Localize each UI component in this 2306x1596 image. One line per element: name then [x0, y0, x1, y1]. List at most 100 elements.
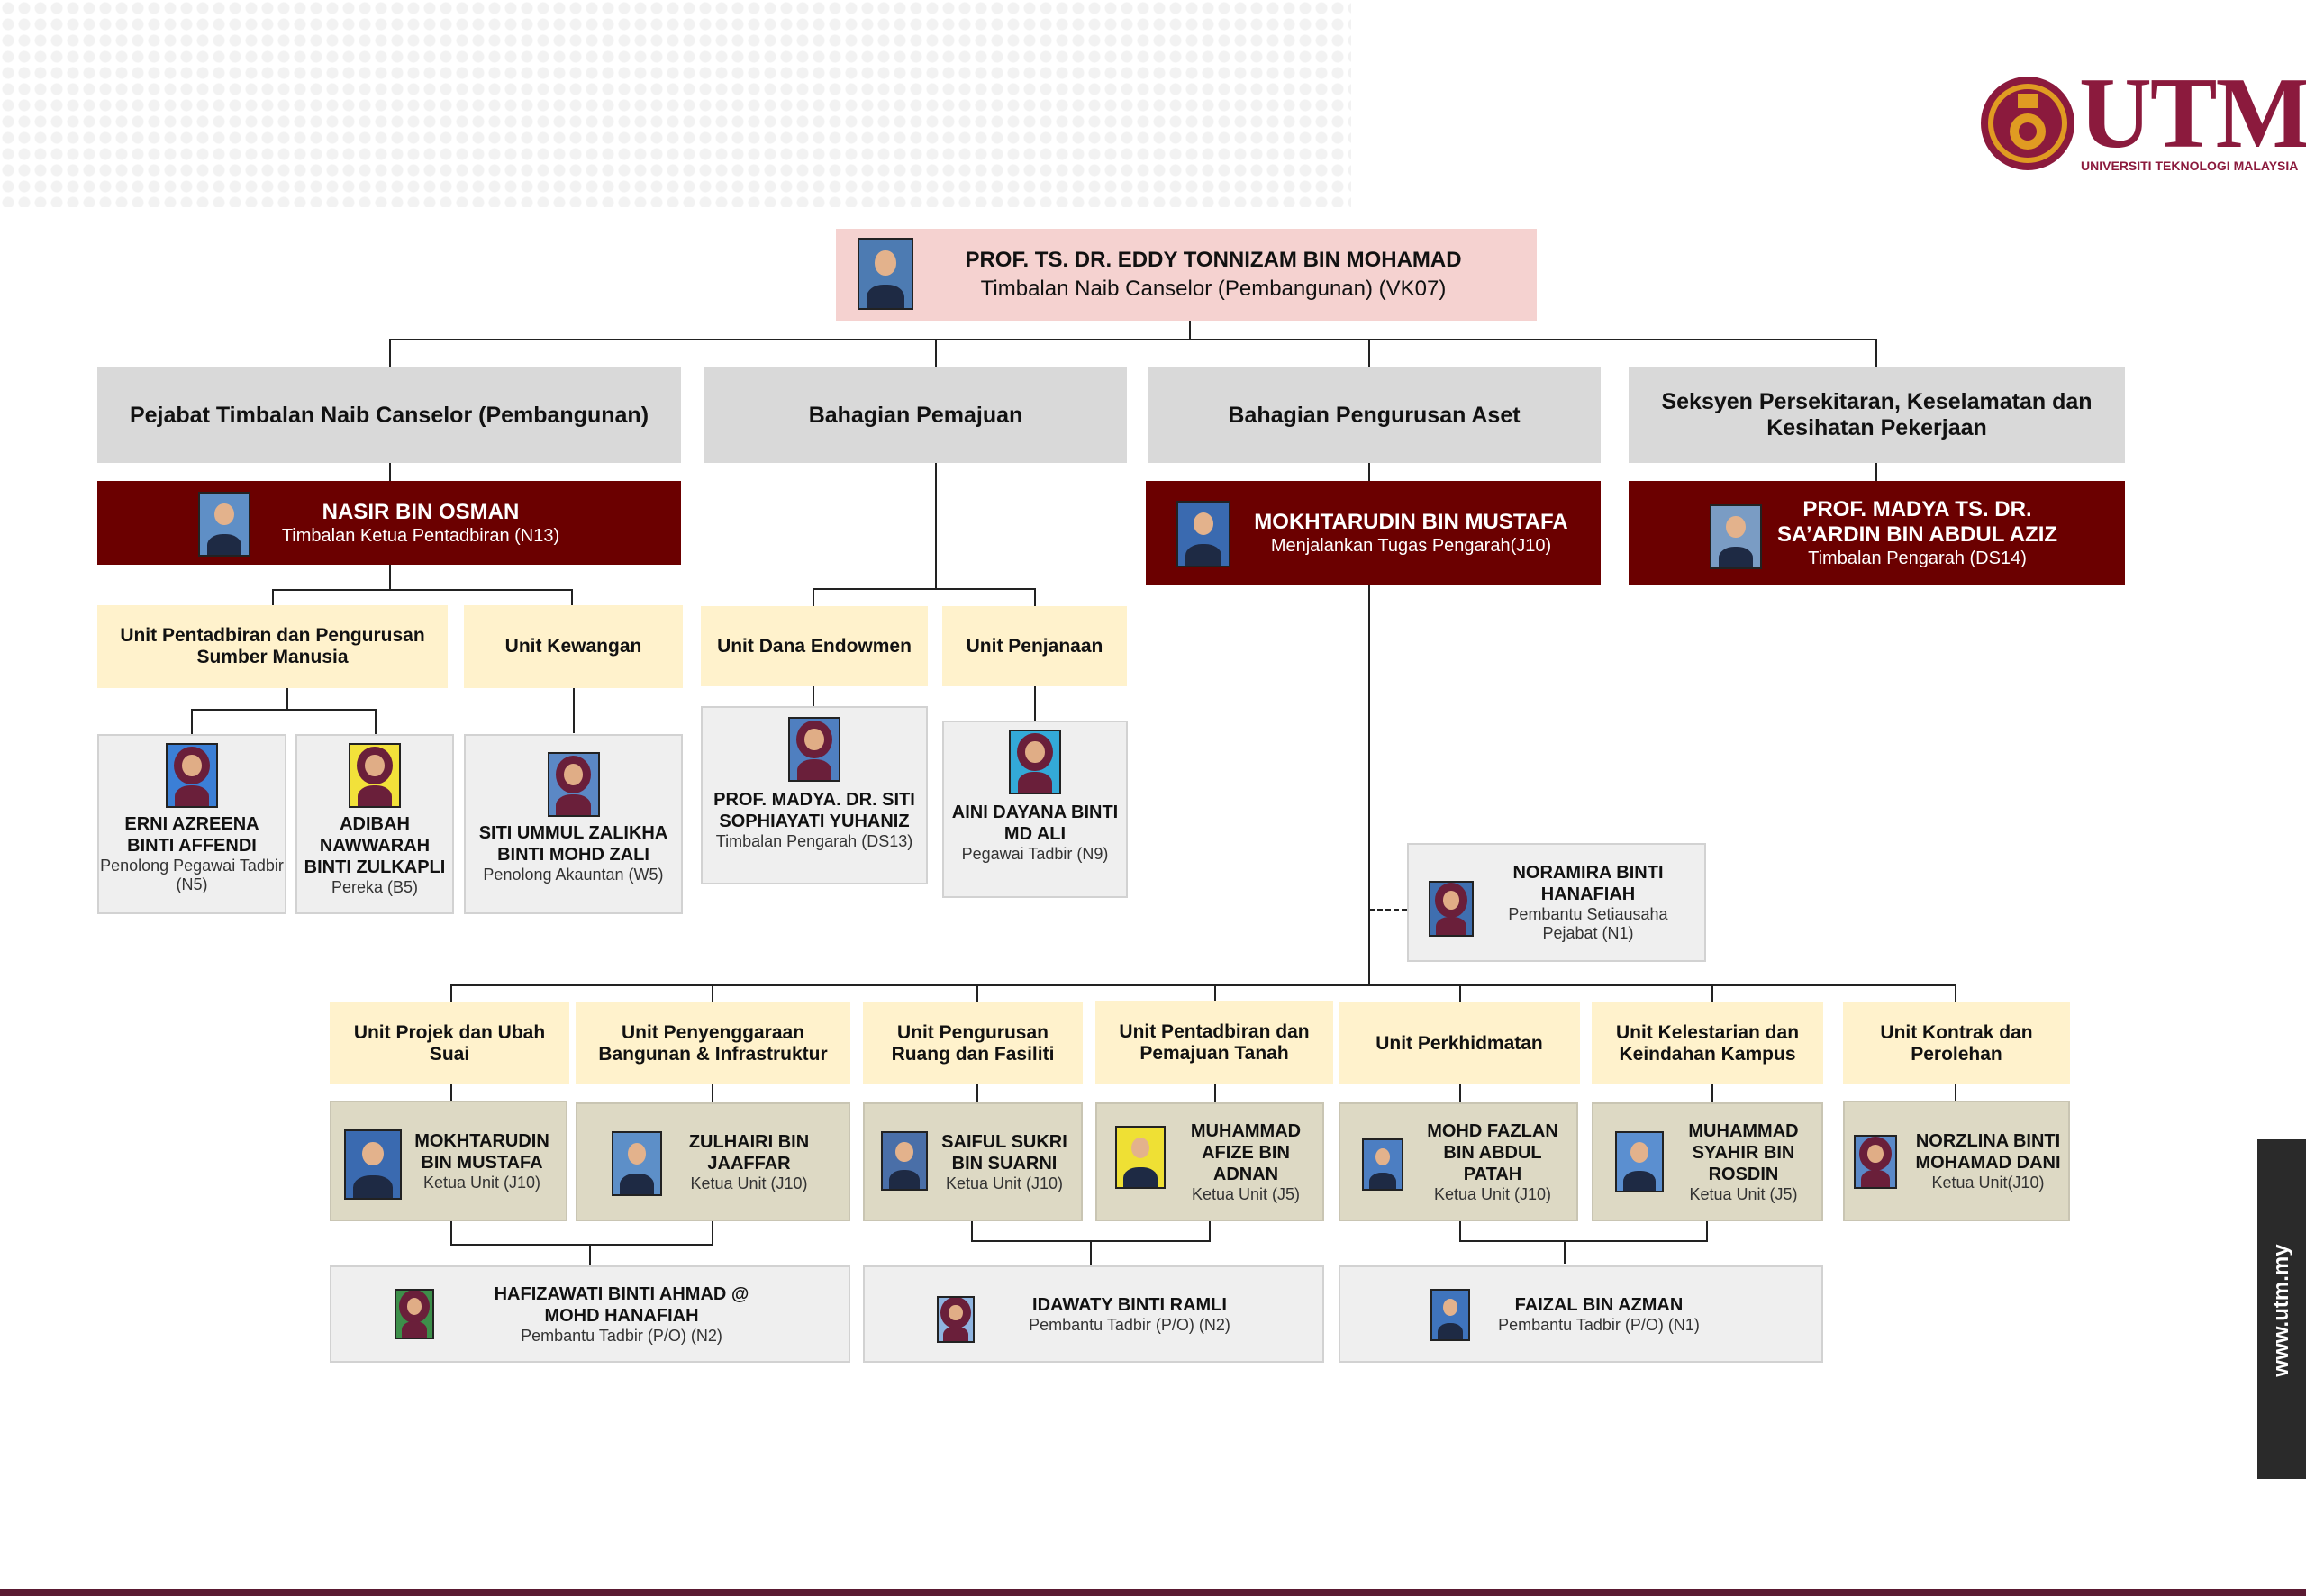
secretary-card: NORAMIRA BINTI HANAFIAH Pembantu Setiaus… — [1407, 843, 1706, 962]
unit-head-photo — [344, 1129, 402, 1200]
unit-head-role: Ketua Unit(J10) — [1931, 1173, 2045, 1192]
head-name: PROF. MADYA TS. DR. SA’ARDIN BIN ABDUL A… — [1776, 496, 2058, 547]
dept-pengurusan-aset: Bahagian Pengurusan Aset — [1148, 367, 1601, 463]
head-card-pejabat: NASIR BIN OSMAN Timbalan Ketua Pentadbir… — [97, 481, 681, 565]
unit-head-card: MOHD FAZLAN BIN ABDUL PATAH Ketua Unit (… — [1339, 1102, 1578, 1221]
staff-card: ERNI AZREENA BINTI AFFENDI Penolong Pega… — [97, 734, 286, 914]
head-card-aset: MOKHTARUDIN BIN MUSTAFA Menjalankan Tuga… — [1146, 481, 1601, 585]
staff-name: IDAWATY BINTI RAMLI — [1032, 1294, 1227, 1315]
staff-name: FAIZAL BIN AZMAN — [1514, 1294, 1684, 1315]
unit-head-photo — [1854, 1135, 1897, 1189]
side-tab-url[interactable]: www.utm.my — [2269, 1244, 2293, 1377]
unit-head-role: Ketua Unit (J5) — [1191, 1184, 1301, 1203]
unit-kontrak-perolehan: Unit Kontrak dan Perolehan — [1843, 1002, 2070, 1084]
staff-role: Pembantu Tadbir (P/O) (N1) — [1498, 1315, 1700, 1334]
unit-head-name: MUHAMMAD AFIZE BIN ADNAN — [1190, 1120, 1302, 1184]
staff-role: Penolong Pegawai Tadbir (N5) — [100, 857, 284, 893]
unit-head-photo — [1615, 1131, 1664, 1192]
staff-role: Pembantu Tadbir (P/O) (N2) — [1029, 1315, 1230, 1334]
head-role: Timbalan Pengarah (DS14) — [1808, 548, 2027, 568]
staff-name: SITI UMMUL ZALIKHA BINTI MOHD ZALI — [478, 823, 668, 865]
unit-head-name: MOHD FAZLAN BIN ABDUL PATAH — [1427, 1120, 1558, 1184]
unit-head-role: Ketua Unit (J10) — [945, 1174, 1064, 1192]
top-leader-card: PROF. TS. DR. EDDY TONNIZAM BIN MOHAMAD … — [836, 229, 1537, 321]
unit-pentadbiran-sumber-manusia: Unit Pentadbiran dan Pengurusan Sumber M… — [97, 605, 448, 688]
dept-seksyen-keselamatan: Seksyen Persekitaran, Keselamatan dan Ke… — [1629, 367, 2125, 463]
unit-penjanaan: Unit Penjanaan — [942, 606, 1127, 686]
staff-name: HAFIZAWATI BINTI AHMAD @ MOHD HANAFIAH — [494, 1283, 749, 1326]
staff-photo — [166, 743, 218, 808]
staff-name: AINI DAYANA BINTI MD ALI — [951, 803, 1119, 844]
unit-head-name: MOKHTARUDIN BIN MUSTAFA — [414, 1130, 549, 1173]
unit-kelestarian: Unit Kelestarian dan Keindahan Kampus — [1592, 1002, 1823, 1084]
unit-head-name: SAIFUL SUKRI BIN SUARNI — [941, 1131, 1067, 1174]
staff-role: Pembantu Tadbir (P/O) (N2) — [521, 1326, 722, 1345]
unit-head-photo — [1362, 1138, 1403, 1191]
staff-card: SITI UMMUL ZALIKHA BINTI MOHD ZALI Penol… — [464, 734, 683, 914]
staff-name: ERNI AZREENA BINTI AFFENDI — [124, 814, 259, 856]
secretary-photo — [1429, 881, 1474, 937]
logo-subtitle: UNIVERSITI TEKNOLOGI MALAYSIA — [2081, 159, 2299, 173]
unit-pentadbiran-tanah: Unit Pentadbiran dan Pemajuan Tanah — [1095, 1001, 1333, 1084]
head-photo — [1710, 504, 1762, 569]
staff-photo — [937, 1296, 975, 1343]
head-name: NASIR BIN OSMAN — [322, 499, 520, 524]
staff-role: Pegawai Tadbir (N9) — [961, 845, 1109, 863]
utm-crest-icon — [1981, 77, 2074, 170]
unit-head-card: NORZLINA BINTI MOHAMAD DANI Ketua Unit(J… — [1843, 1101, 2070, 1221]
unit-head-role: Ketua Unit (J10) — [690, 1174, 808, 1192]
staff-photo — [788, 717, 840, 782]
unit-head-card: MUHAMMAD SYAHIR BIN ROSDIN Ketua Unit (J… — [1592, 1102, 1823, 1221]
head-role: Menjalankan Tugas Pengarah(J10) — [1270, 535, 1552, 556]
background-dot-pattern — [0, 0, 1351, 207]
dept-pemajuan: Bahagian Pemajuan — [704, 367, 1127, 463]
top-leader-name: PROF. TS. DR. EDDY TONNIZAM BIN MOHAMAD — [965, 248, 1462, 272]
staff-card: PROF. MADYA. DR. SITI SOPHIAYATI YUHANIZ… — [701, 706, 928, 884]
staff-card: FAIZAL BIN AZMAN Pembantu Tadbir (P/O) (… — [1339, 1265, 1823, 1363]
staff-role: Pereka (B5) — [331, 878, 419, 896]
secretary-role: Pembantu Setiausaha Pejabat (N1) — [1508, 905, 1668, 942]
utm-logo: UTM UNIVERSITI TEKNOLOGI MALAYSIA — [1978, 63, 2306, 189]
staff-photo — [1430, 1289, 1470, 1341]
footer-bar — [0, 1589, 2306, 1596]
staff-role: Timbalan Pengarah (DS13) — [715, 832, 913, 850]
head-photo — [198, 492, 250, 557]
staff-name: PROF. MADYA. DR. SITI SOPHIAYATI YUHANIZ — [713, 790, 915, 831]
secretary-name: NORAMIRA BINTI HANAFIAH — [1512, 863, 1664, 904]
unit-head-photo — [881, 1131, 928, 1191]
dept-pejabat: Pejabat Timbalan Naib Canselor (Pembangu… — [97, 367, 681, 463]
unit-perkhidmatan: Unit Perkhidmatan — [1339, 1002, 1580, 1084]
staff-card: IDAWATY BINTI RAMLI Pembantu Tadbir (P/O… — [863, 1265, 1324, 1363]
unit-head-card: MOKHTARUDIN BIN MUSTAFA Ketua Unit (J10) — [330, 1101, 567, 1221]
unit-head-card: SAIFUL SUKRI BIN SUARNI Ketua Unit (J10) — [863, 1102, 1083, 1221]
head-photo — [1176, 501, 1230, 567]
staff-card: ADIBAH NAWWARAH BINTI ZULKAPLI Pereka (B… — [295, 734, 454, 914]
unit-penyenggaraan: Unit Penyenggaraan Bangunan & Infrastruk… — [576, 1002, 850, 1084]
staff-card: AINI DAYANA BINTI MD ALI Pegawai Tadbir … — [942, 721, 1128, 898]
head-role: Timbalan Ketua Pentadbiran (N13) — [281, 525, 560, 546]
unit-head-card: ZULHAIRI BIN JAAFFAR Ketua Unit (J10) — [576, 1102, 850, 1221]
staff-name: ADIBAH NAWWARAH BINTI ZULKAPLI — [304, 814, 446, 877]
logo-wordmark: UTM — [2079, 58, 2306, 169]
head-name: MOKHTARUDIN BIN MUSTAFA — [1254, 509, 1568, 534]
side-tab[interactable]: www.utm.my — [2257, 1139, 2306, 1479]
unit-dana-endowmen: Unit Dana Endowmen — [701, 606, 928, 686]
top-leader-role: Timbalan Naib Canselor (Pembangunan) (VK… — [980, 277, 1447, 301]
staff-card: HAFIZAWATI BINTI AHMAD @ MOHD HANAFIAH P… — [330, 1265, 850, 1363]
unit-projek-ubah-suai: Unit Projek dan Ubah Suai — [330, 1002, 569, 1084]
unit-head-photo — [1115, 1126, 1166, 1189]
staff-photo — [1009, 730, 1061, 794]
unit-head-name: ZULHAIRI BIN JAAFFAR — [688, 1131, 810, 1174]
unit-pengurusan-ruang: Unit Pengurusan Ruang dan Fasiliti — [863, 1002, 1083, 1084]
unit-head-photo — [612, 1131, 662, 1196]
unit-head-card: MUHAMMAD AFIZE BIN ADNAN Ketua Unit (J5) — [1095, 1102, 1324, 1221]
unit-head-role: Ketua Unit (J5) — [1689, 1184, 1798, 1203]
unit-kewangan: Unit Kewangan — [464, 605, 683, 688]
unit-head-name: NORZLINA BINTI MOHAMAD DANI — [1915, 1130, 2061, 1173]
head-card-seksyen: PROF. MADYA TS. DR. SA’ARDIN BIN ABDUL A… — [1629, 481, 2125, 585]
staff-photo — [547, 752, 600, 817]
top-leader-photo — [858, 238, 913, 310]
unit-head-role: Ketua Unit (J10) — [422, 1173, 541, 1192]
staff-role: Penolong Akauntan (W5) — [483, 866, 664, 884]
unit-head-name: MUHAMMAD SYAHIR BIN ROSDIN — [1688, 1120, 1799, 1184]
